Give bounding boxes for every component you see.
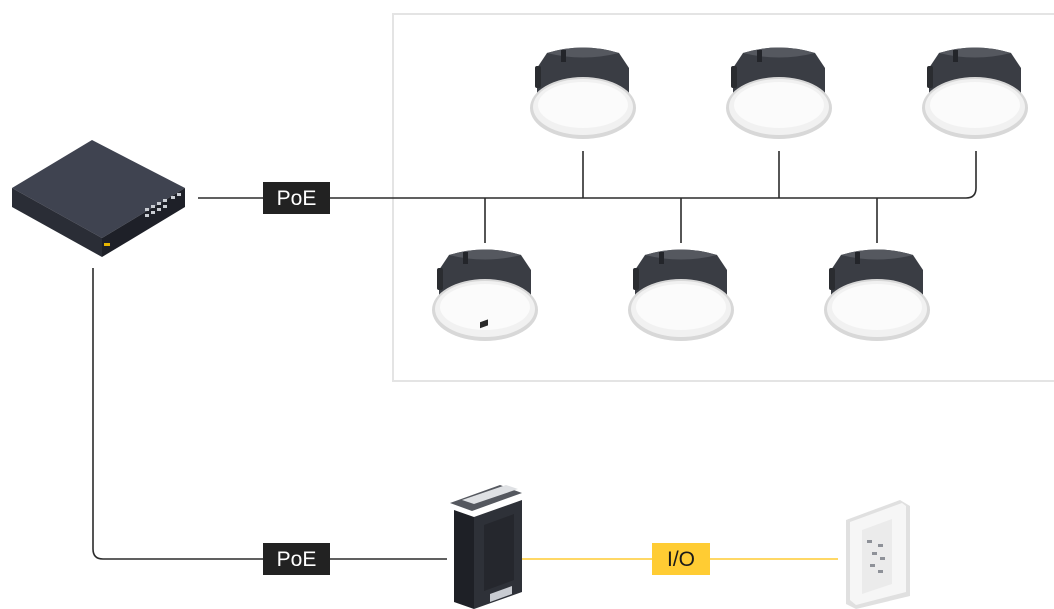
audio-io-adapter-icon	[450, 319, 522, 609]
poe-bus-lines	[92, 151, 977, 560]
ceiling-speaker-icon	[432, 249, 538, 341]
ceiling-speaker-icon	[628, 249, 734, 341]
poe-label-top-text: PoE	[277, 187, 317, 210]
ceiling-speaker-icon	[824, 249, 930, 341]
io-label-text: I/O	[667, 548, 695, 571]
ceiling-speaker-icon	[922, 47, 1028, 139]
poe-label-bottom: PoE	[263, 543, 330, 575]
wall-control-panel-icon	[846, 500, 910, 609]
ceiling-speaker-icon	[726, 47, 832, 139]
poe-label-bottom-text: PoE	[277, 548, 317, 571]
poe-label-top: PoE	[263, 182, 330, 214]
network-switch-icon	[12, 140, 185, 257]
ceiling-speaker-icon	[530, 47, 636, 139]
io-label: I/O	[652, 543, 710, 575]
